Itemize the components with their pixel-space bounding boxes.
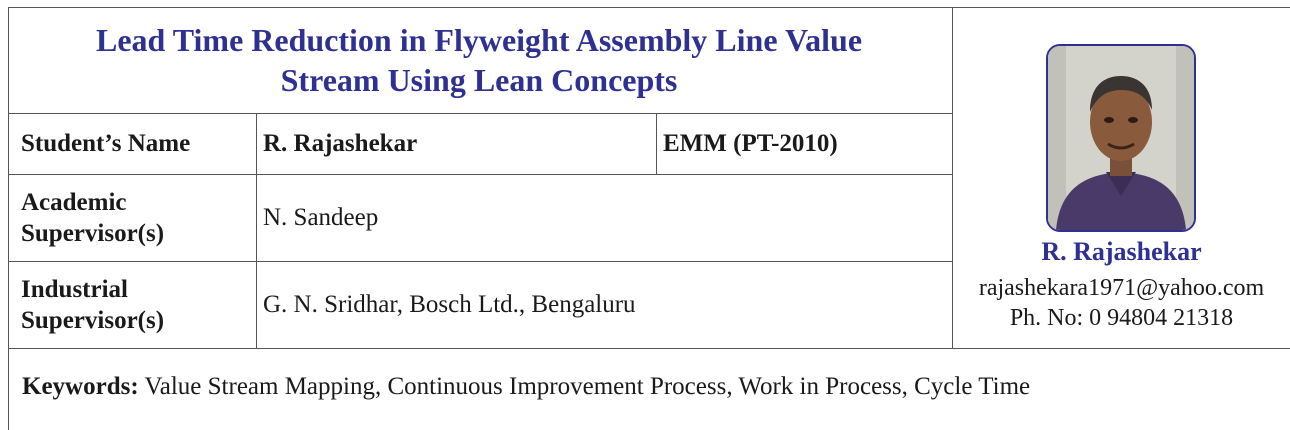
student-name-value: R. Rajashekar xyxy=(263,130,418,157)
title-line-1: Lead Time Reduction in Flyweight Assembl… xyxy=(95,22,863,58)
program-value: EMM (PT-2010) xyxy=(663,130,838,157)
divider-row2 xyxy=(8,261,952,262)
divider-keywords xyxy=(8,348,1290,349)
divider-program-col xyxy=(656,113,657,175)
profile-email: rajashekara1971@yahoo.com xyxy=(978,275,1265,301)
divider-profile xyxy=(952,7,953,349)
keywords-label: Keywords: xyxy=(22,373,139,400)
border-top xyxy=(8,7,1290,8)
academic-supervisor-value: N. Sandeep xyxy=(263,203,379,231)
student-photo xyxy=(1046,44,1196,232)
title-line-2: Stream Using Lean Concepts xyxy=(280,62,678,98)
profile-phone: Ph. No: 0 94804 21318 xyxy=(1009,305,1234,331)
divider-title xyxy=(8,113,952,114)
page-title: Lead Time Reduction in Flyweight Assembl… xyxy=(14,20,944,100)
keywords-line: Keywords: Value Stream Mapping, Continuo… xyxy=(22,371,1030,403)
industrial-supervisor-label: Industrial Supervisor(s) xyxy=(21,275,165,334)
keywords-text: Value Stream Mapping, Continuous Improve… xyxy=(144,373,1031,400)
person-portrait-icon xyxy=(1048,46,1194,230)
student-name-label: Student’s Name xyxy=(21,129,191,157)
industrial-supervisor-value: G. N. Sridhar, Bosch Ltd., Bengaluru xyxy=(263,290,636,318)
divider-label-col xyxy=(256,113,257,349)
divider-row1 xyxy=(8,174,952,175)
profile-name: R. Rajashekar xyxy=(1041,237,1202,266)
academic-supervisor-label: Academic Supervisor(s) xyxy=(21,188,165,247)
border-left xyxy=(8,7,9,430)
